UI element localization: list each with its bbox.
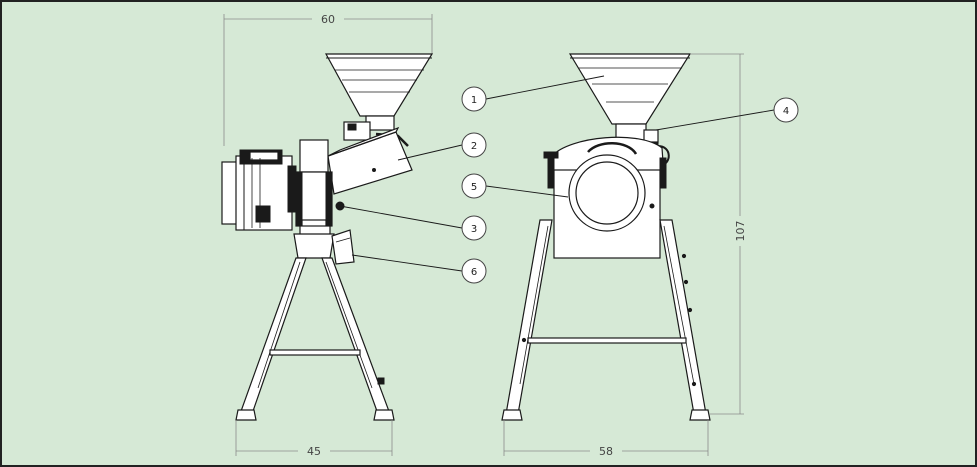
side-view: 60	[221, 13, 434, 458]
dimension-label-side-base: 45	[307, 445, 321, 458]
callout-label-6: 6	[471, 267, 477, 278]
side-chute	[327, 126, 413, 195]
callout-4: 4	[655, 97, 799, 131]
callout-label-1: 1	[471, 95, 477, 106]
dimension-side-base: 45	[235, 420, 393, 458]
callout-3: 3	[339, 205, 487, 241]
callout-label-3: 3	[471, 224, 477, 235]
dimension-label-front-height: 107	[734, 221, 747, 242]
front-housing	[543, 136, 667, 259]
callout-label-2: 2	[471, 141, 477, 152]
side-tray	[331, 229, 355, 265]
side-hopper	[324, 53, 434, 147]
dimension-front-base: 58	[503, 420, 709, 458]
callout-6: 6	[351, 254, 487, 284]
callout-1: 1	[461, 75, 605, 112]
dimension-side-width: 60	[223, 13, 433, 146]
callout-label-4: 4	[783, 106, 789, 117]
front-view: 107 58	[501, 53, 747, 458]
callout-2: 2	[397, 132, 487, 161]
front-hopper	[568, 53, 692, 141]
side-housing	[293, 139, 345, 259]
dimension-label-side-width: 60	[321, 13, 335, 26]
callout-5: 5	[461, 173, 569, 199]
dimension-front-height: 107	[690, 53, 747, 415]
front-stand	[501, 219, 711, 421]
callout-label-5: 5	[471, 182, 477, 193]
side-stand	[235, 257, 395, 421]
side-motor	[221, 149, 297, 231]
dimension-label-front-base: 58	[599, 445, 613, 458]
